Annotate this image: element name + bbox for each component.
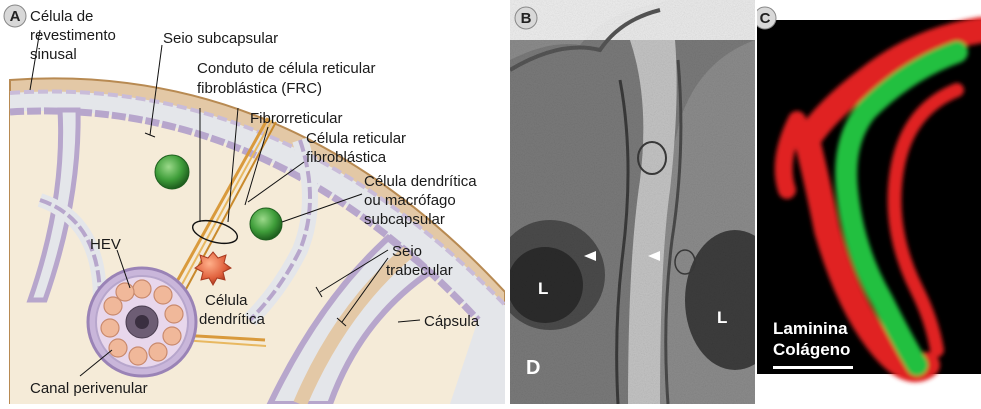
micrograph-image: B L L D	[510, 0, 755, 404]
label-fibroreticular: Fibrorreticular	[250, 110, 343, 127]
fluorescence-image: C Laminina Colágeno	[757, 0, 981, 404]
subcapsular-macrophage-cell	[155, 155, 189, 189]
legend-laminin: Laminina	[773, 319, 848, 338]
label-perivenular-channel: Canal perivenular	[30, 380, 148, 397]
label-hev: HEV	[90, 236, 121, 253]
legend-collagen: Colágeno	[773, 340, 850, 359]
micrograph-label-l-right: L	[717, 308, 727, 327]
panel-b-letter: B	[521, 10, 532, 27]
panel-c-letter: C	[760, 10, 771, 27]
label-subcapsular-sinus: Seio subcapsular	[163, 30, 278, 47]
dendritic-or-macrophage-cell	[250, 208, 282, 240]
lymph-node-schematic: A Célula de revestimento sinusal Seio su…	[0, 0, 505, 404]
micrograph-label-d: D	[526, 357, 540, 379]
panel-a-letter: A	[10, 8, 21, 25]
panel-c-fluorescence-image: C Laminina Colágeno	[757, 0, 981, 404]
label-capsule: Cápsula	[424, 313, 480, 330]
panel-a-lymph-node-diagram: A Célula de revestimento sinusal Seio su…	[0, 0, 505, 404]
scale-bar	[773, 366, 853, 369]
panel-b-electron-micrograph: B L L D	[510, 0, 755, 404]
high-endothelial-venule	[88, 268, 196, 376]
micrograph-label-l-left: L	[538, 279, 548, 298]
